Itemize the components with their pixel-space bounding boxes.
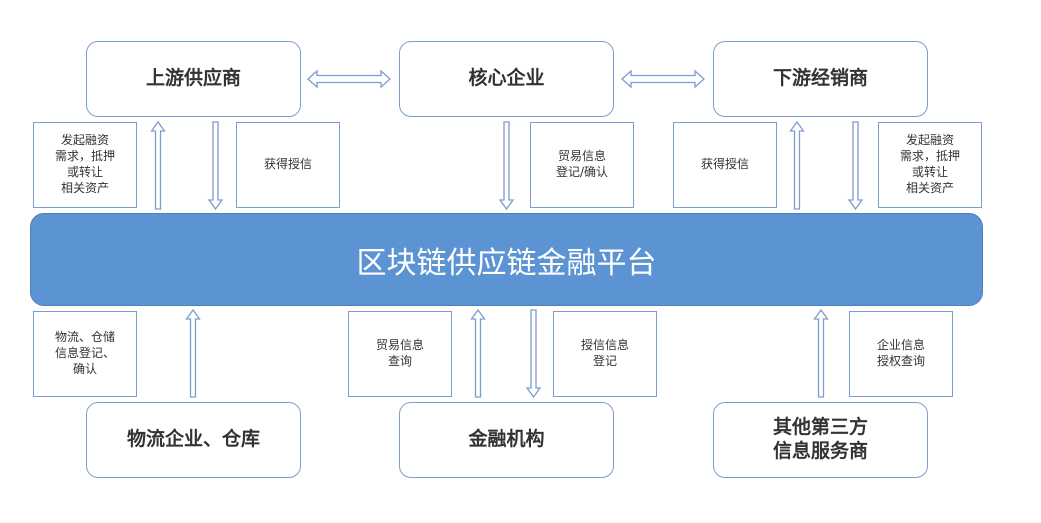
note-downstream-obtain-credit: 获得授信 [673,122,777,208]
arrow-up-platform-to-distributor [789,120,805,210]
arrow-up-finance-to-platform [470,308,486,398]
arrow-down-platform-to-finance [525,309,542,399]
double-arrow-upstream-core [307,69,391,89]
arrow-down-core-to-platform [498,121,515,211]
note-trade-query: 贸易信息 查询 [348,311,452,397]
arrow-up-thirdparty-to-platform [813,308,829,398]
note-upstream-obtain-credit: 获得授信 [236,122,340,208]
logistics-warehouse-box: 物流企业、仓库 [86,402,301,478]
note-core-trade-info: 贸易信息 登记/确认 [530,122,634,208]
arrow-up-logistics-to-platform [185,308,201,398]
blockchain-platform-bar: 区块链供应链金融平台 [30,213,983,306]
note-downstream-financing-request: 发起融资 需求，抵押 或转让 相关资产 [878,122,982,208]
note-upstream-financing-request: 发起融资 需求，抵押 或转让 相关资产 [33,122,137,208]
third-party-provider-box: 其他第三方 信息服务商 [713,402,928,478]
note-logistics-register: 物流、仓储 信息登记、 确认 [33,311,137,397]
financial-institution-box: 金融机构 [399,402,614,478]
arrow-down-supplier-to-platform [207,121,224,211]
downstream-distributor-box: 下游经销商 [713,41,928,117]
note-credit-register: 授信信息 登记 [553,311,657,397]
core-enterprise-box: 核心企业 [399,41,614,117]
double-arrow-core-downstream [621,69,705,89]
arrow-up-upstream-to-supplier [150,120,166,210]
arrow-down-distributor-to-platform [847,121,864,211]
upstream-supplier-box: 上游供应商 [86,41,301,117]
note-enterprise-auth-query: 企业信息 授权查询 [849,311,953,397]
